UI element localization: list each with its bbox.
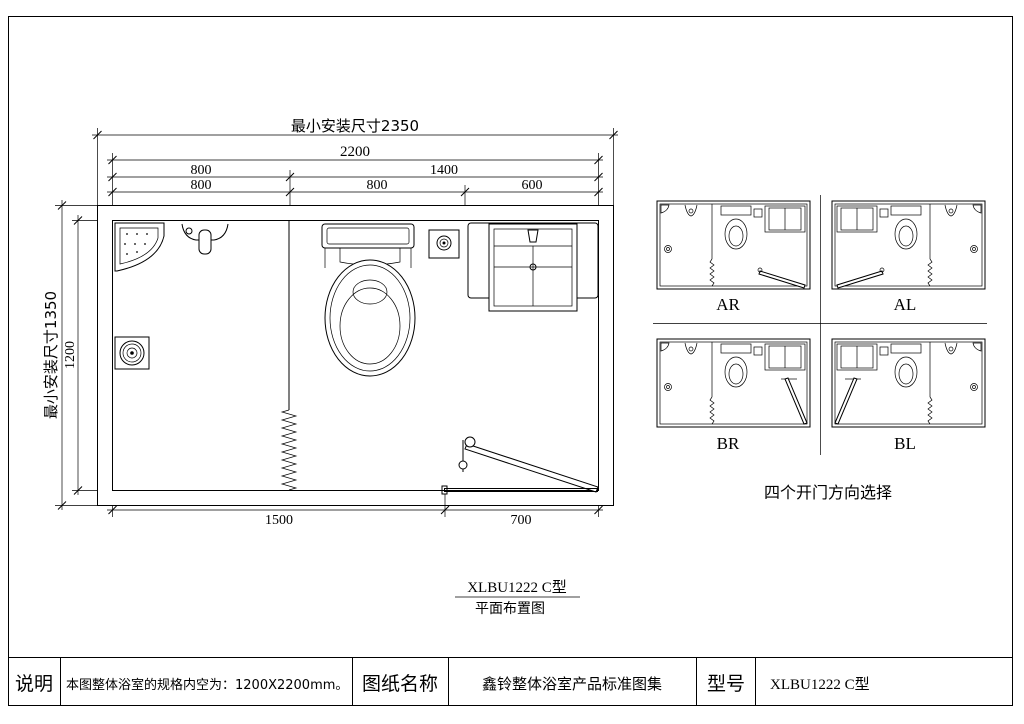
title-block: 说明 本图整体浴室的规格内空为：1200X2200mm。 图纸名称 鑫铃整体浴室… [8,657,1013,706]
drawing-name: 鑫铃整体浴室产品标准图集 [482,675,662,693]
model-label: 型号 [707,673,745,695]
door-threshold [444,488,598,492]
dimension-tick [594,155,603,165]
dimension-tick [73,486,83,495]
faucet-icon [198,229,212,255]
inner-wall [112,220,599,491]
option-al: AL [831,200,986,314]
note-label: 说明 [15,673,53,695]
dim-upper-left: 800 [191,163,212,178]
dimension-tick [594,187,603,197]
dimension-tick [108,155,117,165]
dimension-tick [285,187,295,197]
dimension-tick [285,172,295,182]
dimension-tick [108,172,117,182]
toilet-seat-opening [339,287,401,365]
dimension-tick [594,172,603,182]
dimension-tick [108,505,117,515]
plan-subtitle: 平面布置图 [475,601,545,617]
dimensions: 最小安装尺寸2350 2200 800 1400 800 800 600 最小安… [42,117,618,528]
sink-faucet-icon [527,229,539,243]
option-label-ar: AR [716,295,740,314]
dim-inner-width: 2200 [340,144,370,160]
wall-drain [428,229,460,259]
dimension-tick [73,216,83,225]
entry-door [441,436,599,495]
sink-cabinet [467,222,599,312]
dimension-tick [93,130,102,140]
note-text: 本图整体浴室的规格内空为：1200X2200mm。 [66,677,348,693]
dimension-tick [460,187,470,197]
option-bl: BL [831,338,986,453]
toilet [321,223,416,377]
dim-upper-right: 1400 [430,163,458,178]
corner-seat [114,222,165,272]
toilet-bowl [324,259,416,377]
dim-bottom-right: 700 [511,513,532,528]
partition-spring [280,409,298,491]
plan-caption: XLBU1222 C型 平面布置图 [455,579,580,617]
door-ar [758,270,806,289]
dim-bottom-left: 1500 [265,513,293,528]
wall-basin [181,223,229,255]
option-label-al: AL [894,295,917,314]
dimension-tick [108,187,117,197]
door-direction-options: AR AL BR BL 四个开门方向选择 [653,195,987,502]
dimension-tick [57,201,67,210]
dimension-tick [440,505,450,515]
dim-lower-middle: 800 [367,178,388,193]
dim-min-install-depth: 最小安装尺寸1350 [42,291,60,419]
option-br: BR [656,338,811,453]
drawing-frame [8,16,1013,706]
dimension-tick [594,505,603,515]
dimension-tick [609,130,618,140]
drawing-name-label: 图纸名称 [362,673,438,695]
plan-model: XLBU1222 C型 [467,579,567,596]
door-handle-icon [464,436,476,448]
door-br [784,377,808,425]
outer-wall [97,205,614,506]
floor-drain [114,336,150,370]
floor-plan [97,205,614,506]
dimension-tick [57,501,67,510]
option-label-br: BR [717,434,740,453]
door-bl [834,377,858,425]
door-options-caption: 四个开门方向选择 [764,483,892,502]
model-value: XLBU1222 C型 [770,676,870,693]
dim-lower-left: 800 [191,178,212,193]
door-al [836,270,884,289]
dim-min-install-width: 最小安装尺寸2350 [291,117,419,135]
toilet-tank [321,223,415,249]
option-ar: AR [656,200,811,314]
dim-inner-depth: 1200 [63,341,78,369]
dim-lower-right: 600 [522,178,543,193]
option-label-bl: BL [894,434,916,453]
